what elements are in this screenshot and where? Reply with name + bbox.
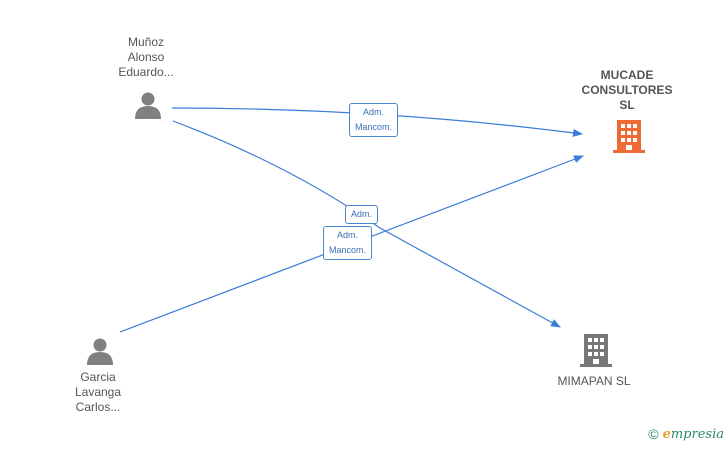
- edge-label-munoz-mimapan[interactable]: Adm.: [345, 205, 379, 224]
- person-garcia-label[interactable]: Garcia Lavanga Carlos...: [74, 370, 122, 414]
- person-icon[interactable]: [133, 90, 163, 120]
- edge-munoz-mimapan: [172, 120, 561, 328]
- person-icon[interactable]: [85, 336, 115, 366]
- building-icon[interactable]: [580, 332, 612, 368]
- person-munoz-label[interactable]: Muñoz Alonso Eduardo...: [118, 35, 174, 79]
- company-mucade-label[interactable]: MUCADE CONSULTORES SL: [581, 68, 673, 112]
- footer-brand: © empresia: [648, 426, 724, 442]
- building-icon[interactable]: [613, 118, 645, 154]
- copyright-icon: ©: [648, 426, 659, 442]
- brand-logo: empresia: [662, 426, 724, 442]
- edge-label-munoz-mucade[interactable]: Adm. Mancom.: [349, 103, 399, 137]
- edge-label-garcia-mucade[interactable]: Adm. Mancom.: [323, 226, 373, 260]
- company-mimapan-label[interactable]: MIMAPAN SL: [557, 374, 631, 388]
